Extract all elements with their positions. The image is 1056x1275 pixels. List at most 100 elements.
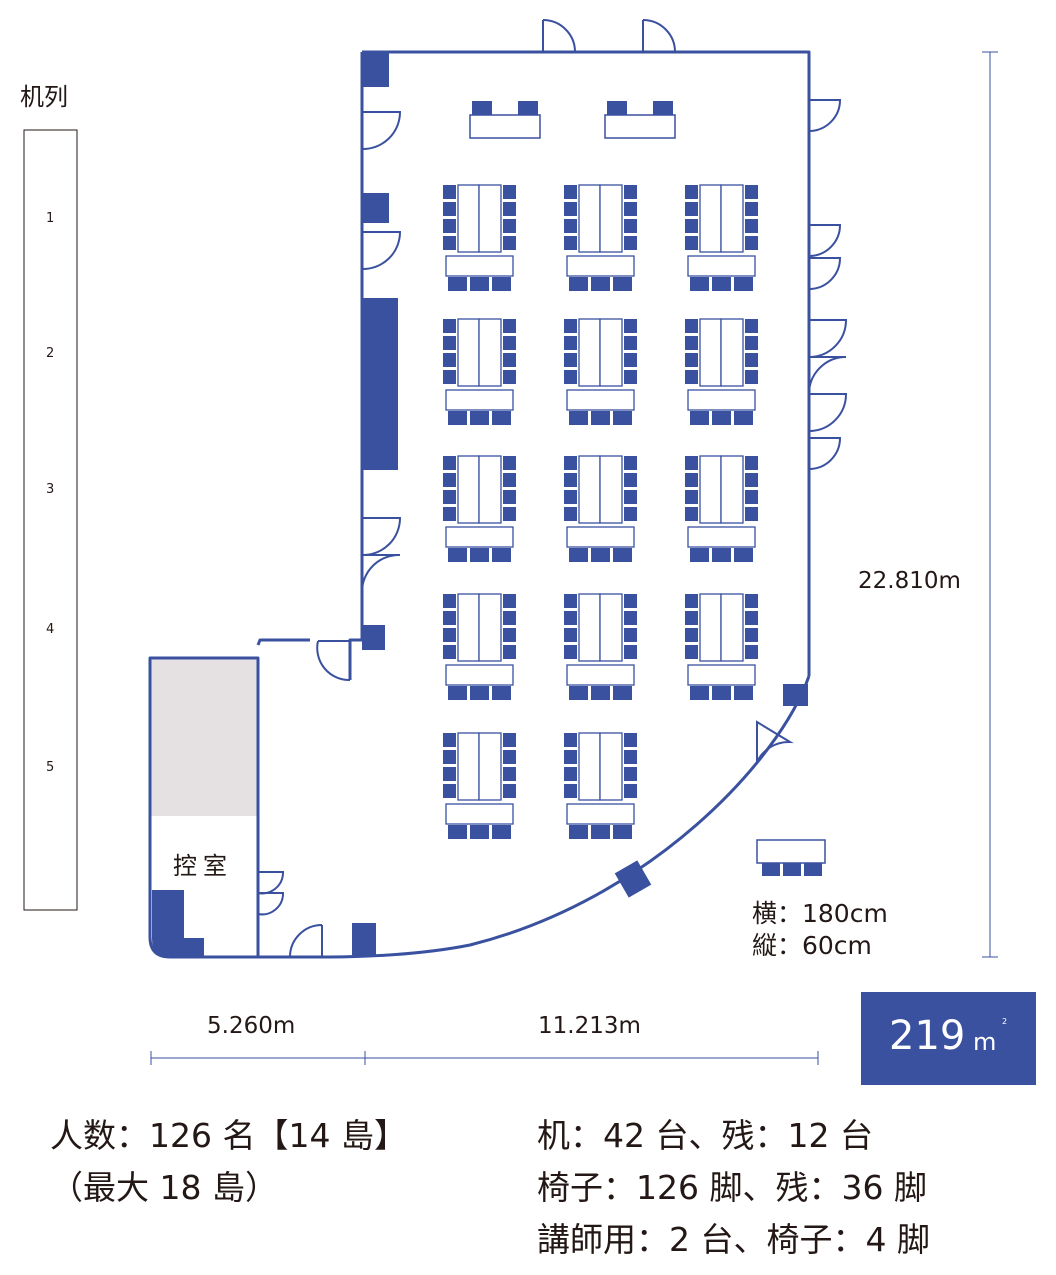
- chair: [734, 411, 753, 425]
- chair: [745, 628, 758, 642]
- chair: [503, 784, 516, 798]
- chair: [443, 370, 456, 384]
- chair: [685, 628, 698, 642]
- width-left-dimension: 5.260m: [207, 1013, 296, 1039]
- chair: [745, 456, 758, 470]
- desk: [687, 664, 756, 686]
- chair: [613, 825, 632, 839]
- chair: [745, 645, 758, 659]
- desk: [457, 184, 480, 253]
- desk: [478, 184, 502, 253]
- row-label-4: 4: [46, 622, 55, 637]
- area-unit: m: [973, 1028, 997, 1056]
- chair: [492, 825, 511, 839]
- chair: [564, 645, 577, 659]
- chair: [745, 319, 758, 333]
- chair: [443, 628, 456, 642]
- chair: [712, 686, 731, 700]
- desk: [445, 389, 514, 411]
- chair: [745, 473, 758, 487]
- row-list-box: [23, 129, 78, 911]
- chair: [624, 784, 637, 798]
- chair: [624, 202, 637, 216]
- chair: [624, 473, 637, 487]
- desk: [578, 455, 601, 524]
- desk: [720, 455, 744, 524]
- chair: [624, 645, 637, 659]
- chair: [613, 548, 632, 562]
- desk: [720, 184, 744, 253]
- desk: [699, 184, 722, 253]
- chair: [734, 548, 753, 562]
- desk: [578, 318, 601, 387]
- desk: [566, 389, 635, 411]
- chair: [443, 767, 456, 781]
- height-dimension-line: [982, 51, 998, 958]
- desk: [720, 593, 744, 662]
- chair: [624, 767, 637, 781]
- chair: [685, 594, 698, 608]
- desk: [445, 803, 514, 825]
- desk: [478, 318, 502, 387]
- chair: [503, 236, 516, 250]
- chair: [624, 456, 637, 470]
- desk: [457, 593, 480, 662]
- row-label-2: 2: [46, 346, 55, 361]
- chair: [624, 219, 637, 233]
- chair: [745, 353, 758, 367]
- chair: [503, 594, 516, 608]
- chair: [591, 686, 610, 700]
- chair: [503, 750, 516, 764]
- chair: [569, 548, 588, 562]
- chair: [492, 411, 511, 425]
- chair: [503, 456, 516, 470]
- chair: [503, 336, 516, 350]
- chair: [503, 507, 516, 521]
- chair: [745, 202, 758, 216]
- chair: [690, 277, 709, 291]
- chair: [745, 236, 758, 250]
- chair: [503, 628, 516, 642]
- chair: [564, 202, 577, 216]
- chair: [564, 784, 577, 798]
- speaker-table: [469, 101, 541, 139]
- chair: [712, 277, 731, 291]
- chair: [470, 277, 489, 291]
- table-islands: [443, 184, 758, 839]
- chair: [503, 319, 516, 333]
- width-dimension-line: [150, 1051, 819, 1065]
- speaker-table: [604, 101, 676, 139]
- chair: [564, 353, 577, 367]
- chair: [685, 645, 698, 659]
- chair: [470, 825, 489, 839]
- desk: [457, 732, 480, 801]
- chair: [624, 353, 637, 367]
- chair: [745, 594, 758, 608]
- desk-depth-label: 縦：60cm: [752, 931, 872, 960]
- capacity-max-line: （最大 18 島）: [50, 1168, 278, 1207]
- desk: [599, 732, 623, 801]
- chair: [443, 507, 456, 521]
- chair: [690, 686, 709, 700]
- area-unit-suffix: 2: [1002, 1017, 1008, 1026]
- desk: [599, 455, 623, 524]
- chair: [443, 202, 456, 216]
- chair: [685, 202, 698, 216]
- chair: [443, 236, 456, 250]
- area-badge: 219 m 2: [861, 992, 1036, 1085]
- chair: [685, 319, 698, 333]
- chair: [685, 219, 698, 233]
- desk: [599, 318, 623, 387]
- chair: [624, 370, 637, 384]
- chair: [624, 750, 637, 764]
- desk: [445, 664, 514, 686]
- desk: [699, 455, 722, 524]
- table-island: [564, 455, 637, 562]
- chair: [624, 733, 637, 747]
- chair: [613, 411, 632, 425]
- pillars: [152, 52, 808, 957]
- desk: [687, 526, 756, 548]
- table-island: [685, 318, 758, 425]
- chair: [564, 594, 577, 608]
- speaker-line: 講師用：2 台、椅子：4 脚: [537, 1220, 930, 1259]
